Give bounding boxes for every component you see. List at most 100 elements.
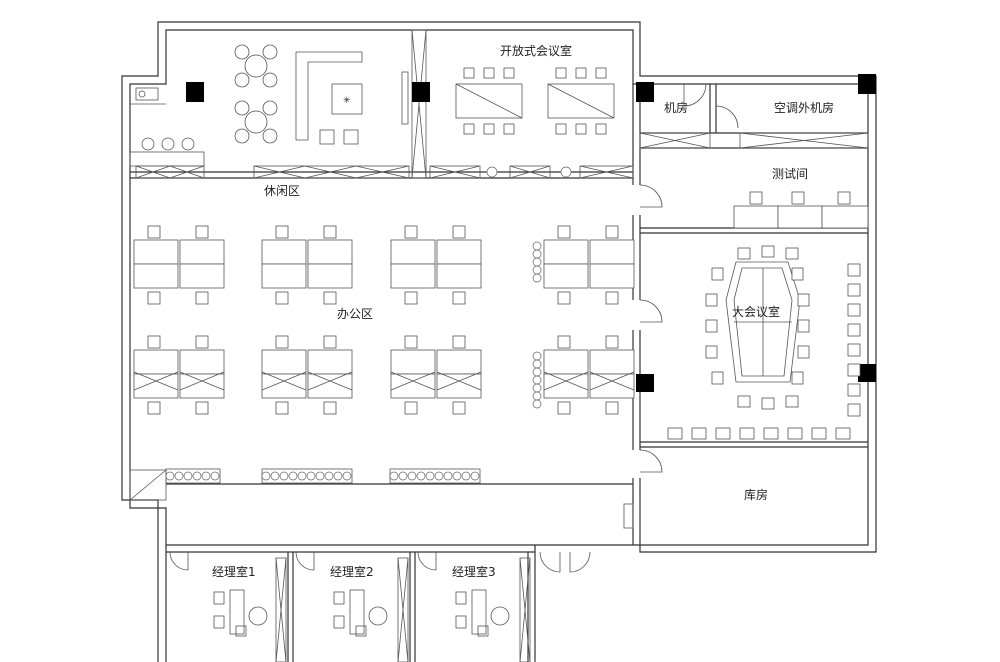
side-table (235, 625, 247, 637)
chair (195, 225, 209, 239)
service-rooms-furniture (639, 132, 869, 229)
plant (210, 471, 220, 481)
chair (797, 293, 810, 307)
chair (404, 291, 418, 305)
office-desks (133, 225, 635, 415)
chair (847, 263, 861, 277)
chair (557, 335, 571, 349)
desk (436, 239, 482, 265)
room-labels: 开放式会议室 机房 空调外机房 休闲区 测试间 办公区 大会议室 库房 经理室1… (212, 43, 834, 579)
svg-text:✳: ✳ (343, 96, 351, 106)
plant (183, 471, 193, 481)
chair (147, 335, 161, 349)
desk (179, 373, 225, 399)
chair (811, 427, 827, 440)
desk (307, 239, 353, 265)
partition-line (543, 371, 589, 391)
partition-line (589, 371, 635, 391)
cabinet (519, 557, 531, 662)
plant (532, 391, 542, 401)
desk (543, 239, 589, 265)
big-meeting-furniture (667, 245, 861, 440)
plant (324, 471, 334, 481)
partition-line (307, 371, 353, 391)
plant (306, 471, 316, 481)
chair (761, 245, 775, 258)
chair (404, 335, 418, 349)
chair (847, 343, 861, 357)
plant (416, 471, 426, 481)
chair (275, 401, 289, 415)
chair (835, 427, 851, 440)
plant (297, 471, 307, 481)
chair (711, 371, 724, 385)
desk (179, 239, 225, 265)
chair (605, 335, 619, 349)
chair (737, 395, 751, 408)
plant (425, 471, 435, 481)
desk (261, 349, 307, 375)
chair (195, 291, 209, 305)
label-office-area: 办公区 (337, 306, 373, 321)
chair (847, 283, 861, 297)
label-manager-2: 经理室2 (330, 564, 374, 579)
chair (797, 345, 810, 359)
chair (715, 427, 731, 440)
desk (307, 349, 353, 375)
chair (605, 401, 619, 415)
plant (201, 471, 211, 481)
plant (532, 383, 542, 393)
cabinet-line (397, 557, 409, 662)
plant (532, 367, 542, 377)
chair (333, 591, 345, 605)
chair (691, 427, 707, 440)
chair (557, 225, 571, 239)
desk (436, 349, 482, 375)
plant (470, 471, 480, 481)
chair (213, 591, 225, 605)
chair (455, 591, 467, 605)
plant (443, 471, 453, 481)
plant (532, 399, 542, 409)
chair (368, 606, 388, 626)
chair (404, 401, 418, 415)
chair (787, 427, 803, 440)
partition-line (436, 371, 482, 391)
chair (791, 371, 804, 385)
plant (270, 471, 280, 481)
plant (279, 471, 289, 481)
chair (761, 397, 775, 410)
label-manager-1: 经理室1 (212, 564, 256, 579)
chair (452, 291, 466, 305)
desk (390, 373, 436, 399)
partition-line (390, 371, 436, 391)
plant (165, 471, 175, 481)
desk (261, 239, 307, 265)
label-lounge: 休闲区 (264, 184, 300, 198)
partition-line (133, 371, 179, 391)
label-open-meeting: 开放式会议室 (500, 43, 572, 58)
plant (532, 249, 542, 259)
cabinet (275, 557, 287, 662)
chair (323, 401, 337, 415)
doors (169, 83, 739, 573)
chair (323, 335, 337, 349)
desk (589, 349, 635, 375)
chair (847, 403, 861, 417)
chair (404, 225, 418, 239)
desk (436, 263, 482, 289)
plant (261, 471, 271, 481)
chair (791, 267, 804, 281)
plant (532, 241, 542, 251)
chair (739, 427, 755, 440)
desk (133, 263, 179, 289)
plant (532, 359, 542, 369)
chair (275, 225, 289, 239)
manager-furniture (213, 503, 634, 662)
plant (407, 471, 417, 481)
chair (147, 291, 161, 305)
label-storage: 库房 (744, 487, 768, 502)
manager-desk (349, 589, 365, 635)
